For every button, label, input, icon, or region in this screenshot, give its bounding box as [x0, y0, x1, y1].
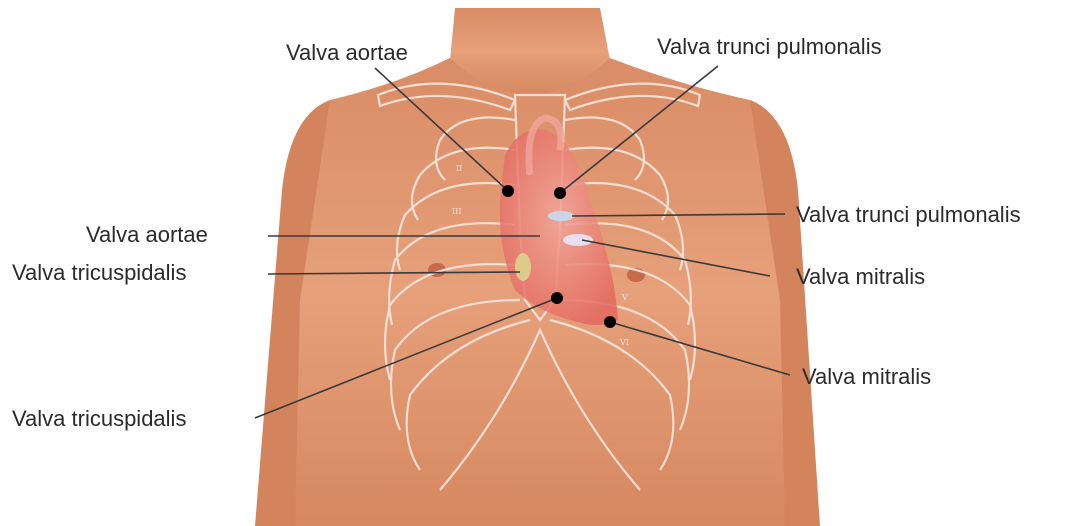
point-aortic	[502, 185, 514, 197]
label-top-pulmonary: Valva trunci pulmonalis	[657, 34, 882, 60]
label-mid-tricuspid: Valva tricuspidalis	[12, 260, 186, 286]
tricuspid-valve-shape	[515, 253, 531, 281]
mitral-valve-shape	[563, 234, 593, 246]
point-pulmonary	[554, 187, 566, 199]
pulmonary-valve-shape	[548, 211, 574, 221]
point-mitral	[604, 316, 616, 328]
label-low-mitral: Valva mitralis	[802, 364, 931, 390]
label-mid-aortic: Valva aortae	[86, 222, 208, 248]
rib-numeral-3: III	[452, 207, 461, 216]
label-mid-mitral: Valva mitralis	[796, 264, 925, 290]
rib-numeral-2: II	[456, 164, 462, 173]
rib-numeral-6: VI	[619, 338, 629, 347]
label-mid-pulmonary: Valva trunci pulmonalis	[796, 202, 1021, 228]
point-tricuspid	[551, 292, 563, 304]
rib-numeral-5: V	[621, 293, 628, 302]
label-top-aortic: Valva aortae	[282, 40, 412, 66]
label-low-tricuspid: Valva tricuspidalis	[12, 406, 186, 432]
